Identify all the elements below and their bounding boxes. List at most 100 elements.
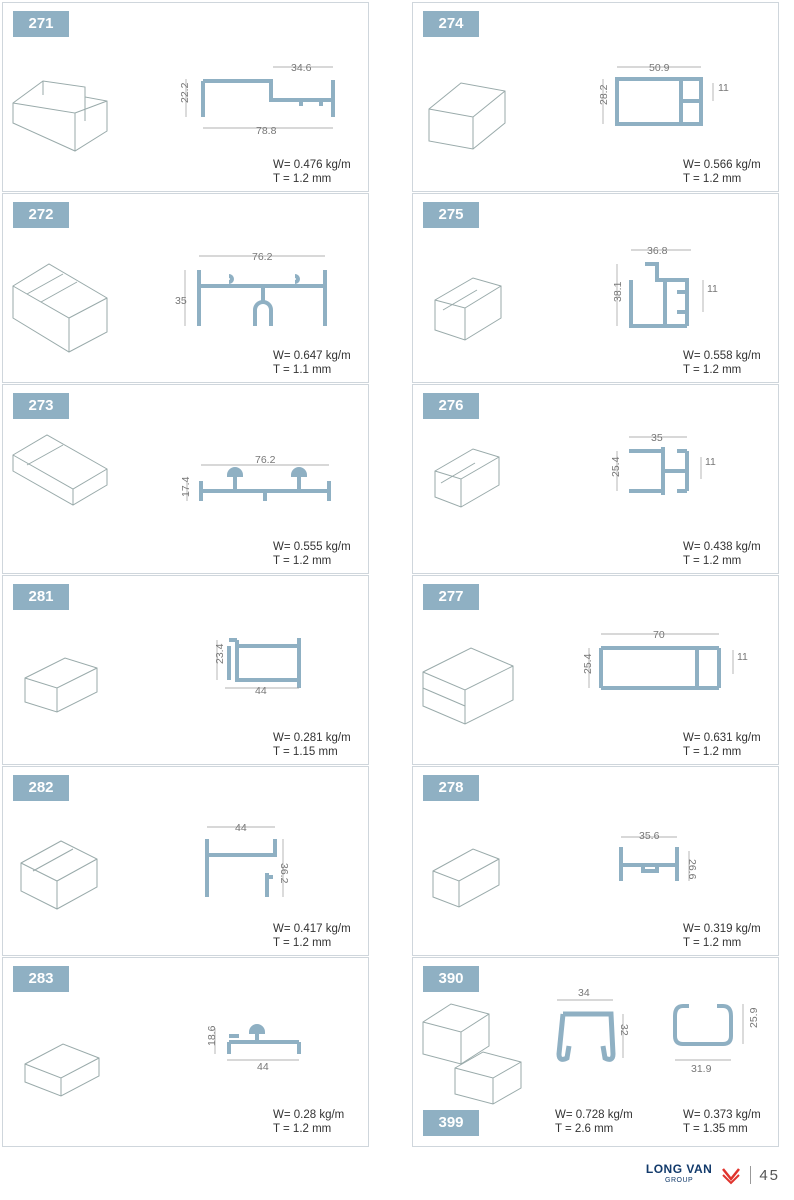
iso-sketch bbox=[422, 647, 514, 725]
company-logo: LONG VAN GROUP bbox=[645, 1162, 713, 1186]
dim-label: 70 bbox=[653, 629, 665, 641]
dim-label: 50.9 bbox=[649, 62, 670, 74]
iso-sketch bbox=[24, 657, 98, 713]
section-profile bbox=[199, 467, 331, 501]
section-profile bbox=[629, 262, 689, 328]
product-code: 273 bbox=[13, 393, 69, 419]
product-code-399: 399 bbox=[423, 1110, 479, 1136]
iso-sketch bbox=[434, 448, 500, 508]
logo-mark-icon bbox=[722, 1168, 741, 1185]
spec-weight: W= 0.647 kg/m bbox=[273, 350, 351, 362]
product-code: 275 bbox=[423, 202, 479, 228]
spec-weight: W= 0.438 kg/m bbox=[683, 541, 761, 553]
section-profile bbox=[619, 847, 679, 881]
dim-label: 11 bbox=[705, 456, 716, 468]
dim-label: 35 bbox=[175, 295, 187, 307]
product-card-272: 272 76.2 35 W= 0.647 kg/m T = 1.1 mm bbox=[2, 193, 369, 383]
product-code: 282 bbox=[13, 775, 69, 801]
profile-drawing: 23.4 44 bbox=[24, 638, 301, 713]
section-profile bbox=[197, 270, 327, 326]
profile-drawing: 35 25.4 11 bbox=[434, 432, 716, 508]
product-code-390: 390 bbox=[423, 966, 479, 992]
product-card-276: 276 35 25.4 11 W= 0.438 kg/m T = 1.2 mm bbox=[412, 384, 779, 574]
dim-label: 76.2 bbox=[252, 251, 273, 263]
iso-sketch bbox=[12, 80, 108, 152]
dim-label: 44 bbox=[257, 1061, 269, 1073]
section-profile bbox=[629, 447, 689, 495]
spec-weight: W= 0.417 kg/m bbox=[273, 923, 351, 935]
iso-sketch bbox=[432, 848, 500, 908]
spec-weight: W= 0.476 kg/m bbox=[273, 159, 351, 171]
product-code: 278 bbox=[423, 775, 479, 801]
spec-thickness: T = 1.2 mm bbox=[273, 1123, 332, 1135]
profile-drawing: 34.6 22.2 78.8 bbox=[12, 62, 335, 152]
section-profile bbox=[599, 646, 721, 690]
iso-sketch bbox=[428, 82, 506, 150]
profile-drawing: 76.2 35 bbox=[12, 251, 327, 353]
product-card-282: 282 44 36.2 W= 0.417 kg/m T = 1.2 mm bbox=[2, 766, 369, 956]
spec-weight-390: W= 0.728 kg/m bbox=[555, 1109, 633, 1121]
dim-label: 31.9 bbox=[691, 1063, 712, 1075]
spec-thickness: T = 1.15 mm bbox=[273, 746, 338, 758]
dim-label: 28.2 bbox=[598, 84, 610, 105]
iso-sketch bbox=[24, 1043, 100, 1097]
spec-weight: W= 0.631 kg/m bbox=[683, 732, 761, 744]
iso-sketch bbox=[12, 263, 108, 353]
spec-thickness-390: T = 2.6 mm bbox=[555, 1123, 614, 1135]
dim-label: 36.2 bbox=[278, 863, 290, 884]
profile-drawing: 44 36.2 bbox=[20, 822, 290, 910]
logo-name: LONG VAN bbox=[645, 1162, 713, 1176]
product-code: 276 bbox=[423, 393, 479, 419]
dim-label: 44 bbox=[235, 822, 247, 834]
spec-weight-399: W= 0.373 kg/m bbox=[683, 1109, 761, 1121]
spec-thickness: T = 1.2 mm bbox=[273, 555, 332, 567]
spec-thickness: T = 1.2 mm bbox=[683, 173, 742, 185]
product-code: 281 bbox=[13, 584, 69, 610]
product-card-271: 271 34.6 22.2 78.8 W= 0.476 kg/m T = 1.2… bbox=[2, 2, 369, 192]
dim-label: 25.9 bbox=[748, 1007, 760, 1028]
dim-label: 22.2 bbox=[179, 82, 191, 103]
dim-label: 17.4 bbox=[180, 476, 192, 497]
product-card-277: 277 70 25.4 11 W= 0.631 kg/m T = 1.2 mm bbox=[412, 575, 779, 765]
spec-weight: W= 0.281 kg/m bbox=[273, 732, 351, 744]
product-card-275: 275 36.8 38.1 11 W= 0.558 kg/m T = 1.2 m… bbox=[412, 193, 779, 383]
dim-label: 38.1 bbox=[612, 281, 624, 302]
dim-label: 76.2 bbox=[255, 454, 276, 466]
dim-label: 32 bbox=[618, 1024, 630, 1036]
section-profile-390 bbox=[556, 1011, 616, 1062]
spec-thickness: T = 1.1 mm bbox=[273, 364, 332, 376]
spec-thickness: T = 1.2 mm bbox=[683, 746, 742, 758]
section-profile bbox=[615, 77, 703, 126]
section-profile bbox=[227, 1024, 301, 1054]
section-profile-399 bbox=[673, 1004, 733, 1046]
logo-sub: GROUP bbox=[665, 1177, 694, 1184]
product-card-390-399: 390 399 34 32 25.9 31.9 W= 0.728 kg/m T … bbox=[412, 957, 779, 1147]
dim-label: 11 bbox=[737, 651, 748, 663]
product-code: 271 bbox=[13, 11, 69, 37]
product-card-283: 283 18.6 44 W= 0.28 kg/m T = 1.2 mm bbox=[2, 957, 369, 1147]
product-code: 277 bbox=[423, 584, 479, 610]
dim-label: 44 bbox=[255, 685, 267, 697]
spec-thickness: T = 1.2 mm bbox=[273, 173, 332, 185]
iso-sketch bbox=[20, 840, 98, 910]
spec-weight: W= 0.319 kg/m bbox=[683, 923, 761, 935]
dim-label: 34.6 bbox=[291, 62, 312, 74]
dim-label: 11 bbox=[707, 283, 718, 295]
spec-thickness: T = 1.2 mm bbox=[683, 555, 742, 567]
spec-weight: W= 0.28 kg/m bbox=[273, 1109, 345, 1121]
profile-drawing: 70 25.4 11 bbox=[422, 629, 748, 725]
dim-label: 34 bbox=[578, 987, 590, 999]
dim-label: 18.6 bbox=[206, 1025, 218, 1046]
product-card-273: 273 76.2 17.4 W= 0.555 kg/m T = 1.2 mm bbox=[2, 384, 369, 574]
dim-label: 78.8 bbox=[256, 125, 277, 137]
iso-sketch bbox=[12, 434, 108, 506]
product-code: 272 bbox=[13, 202, 69, 228]
spec-weight: W= 0.558 kg/m bbox=[683, 350, 761, 362]
dim-label: 26.6 bbox=[686, 859, 698, 880]
product-code: 283 bbox=[13, 966, 69, 992]
dim-label: 25.4 bbox=[610, 456, 622, 477]
profile-drawing: 50.9 28.2 11 bbox=[428, 62, 729, 150]
iso-sketch bbox=[422, 1003, 522, 1105]
spec-thickness: T = 1.2 mm bbox=[683, 364, 742, 376]
product-card-281: 281 23.4 44 W= 0.281 kg/m T = 1.15 mm bbox=[2, 575, 369, 765]
